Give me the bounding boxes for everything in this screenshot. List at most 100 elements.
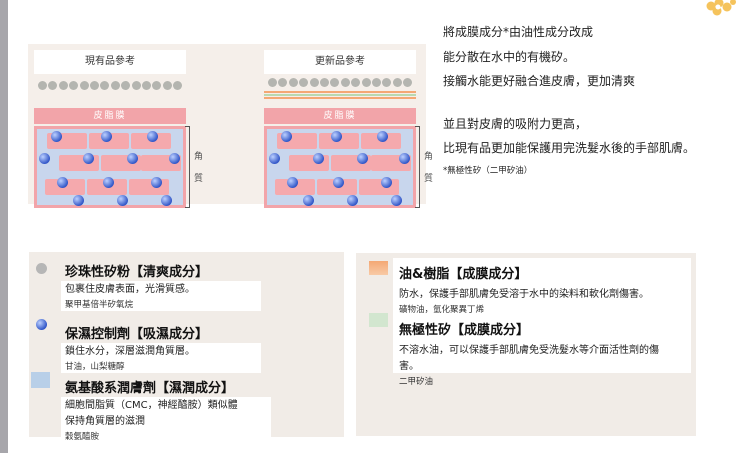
film-layer (264, 91, 416, 100)
ingredient-sub: 聚甲基倍半矽氧烷 (65, 300, 134, 310)
silicone-bead (69, 81, 79, 90)
ingredient-desc: 保持角質層的滋潤 (65, 416, 145, 427)
silicone-bead (162, 81, 172, 90)
ingredient-title: 無極性矽【成膜成分】 (399, 323, 530, 338)
moisture-dot (399, 153, 410, 164)
moisture-dot (347, 195, 358, 206)
updated-product-panel: 更新品參考 皮脂膜 角質 (264, 50, 433, 208)
skin-cell (359, 179, 399, 195)
silicone-bead (48, 81, 58, 90)
orange-square-icon (369, 261, 388, 275)
moisture-dot (147, 131, 158, 142)
moisture-dot (281, 131, 292, 142)
ingredients-card-right: 油&樹脂【成膜成分】 防水，保護手部肌膚免受溶于水中的染料和軟化劑傷害。 礦物油… (356, 253, 696, 436)
ingredient-desc: 不溶水油，可以保護手部肌膚免受洗髮水等介面活性劑的傷 (399, 345, 659, 356)
silicone-bead (309, 78, 319, 87)
silicone-bead (121, 81, 131, 90)
silicone-bead (152, 81, 162, 90)
silicone-bead (403, 78, 413, 87)
stratum-corneum (34, 126, 186, 208)
moisture-dot (331, 131, 342, 142)
current-product-panel: 現有品參考 皮脂膜 角質 (34, 50, 203, 208)
blue-dot-icon (36, 319, 47, 330)
moisture-dot (57, 177, 68, 188)
silicone-bead (361, 78, 371, 87)
moisture-dot (101, 131, 112, 142)
ingredient-title: 珍珠性矽粉【清爽成分】 (65, 265, 209, 280)
ingredient-title: 氨基酸系潤膚劑【濕潤成分】 (65, 381, 235, 396)
skin-cell (129, 179, 169, 195)
ingredient-sub: 穀氨醯胺 (65, 432, 100, 442)
ingredients-card-left: 珍珠性矽粉【清爽成分】 包裹住皮膚表面，光滑質感。 聚甲基倍半矽氧烷 保濕控制劑… (29, 252, 344, 442)
ingredient-title: 油&樹脂【成膜成分】 (399, 267, 528, 282)
updated-product-label: 更新品參考 (264, 50, 416, 74)
silicone-bead (351, 78, 361, 87)
moisture-dot (73, 195, 84, 206)
silicone-bead (38, 81, 47, 90)
intro-note: *無極性矽（二甲矽油） (443, 165, 533, 176)
ingredient-desc: 防水，保護手部肌膚免受溶于水中的染料和軟化劑傷害。 (399, 289, 649, 300)
silicone-beads (264, 78, 416, 90)
moisture-dot (151, 177, 162, 188)
moisture-dot (381, 177, 392, 188)
sebum-layer: 皮脂膜 (34, 108, 186, 124)
silicone-bead (288, 78, 298, 87)
ingredient-sub: 二甲矽油 (399, 377, 434, 387)
silicone-bead (90, 81, 99, 90)
silicone-bead (100, 81, 110, 90)
ingredient-sub: 甘油，山梨糖醇 (65, 362, 125, 372)
silicone-bead (299, 78, 309, 87)
silicone-bead (79, 81, 89, 90)
moisture-dot (117, 195, 128, 206)
moisture-dot (303, 195, 314, 206)
sebum-layer: 皮脂膜 (264, 108, 416, 124)
moisture-dot (169, 153, 180, 164)
green-square-icon (369, 313, 388, 327)
ingredient-desc: 細胞間脂質（CMC，神經醯胺）類似體 (65, 400, 238, 411)
flower-deco-icon (706, 0, 736, 16)
current-product-label: 現有品參考 (34, 50, 186, 74)
moisture-dot (333, 177, 344, 188)
intro-line: 並且對皮膚的吸附力更高， (443, 116, 588, 131)
silicone-bead (340, 78, 350, 87)
left-edge-bar (0, 0, 8, 453)
silicone-bead (382, 78, 392, 87)
ingredient-desc: 害。 (399, 361, 419, 372)
silicone-bead (268, 78, 277, 87)
moisture-dot (51, 131, 62, 142)
corneum-bracket (415, 126, 420, 208)
moisture-dot (391, 195, 402, 206)
silicone-bead (142, 81, 151, 90)
silicone-bead (173, 81, 183, 90)
silicone-beads (34, 81, 186, 93)
moisture-dot (39, 153, 50, 164)
silicone-bead (392, 78, 402, 87)
moisture-dot (357, 153, 368, 164)
ingredient-title: 保濕控制劑【吸濕成分】 (65, 327, 209, 342)
intro-text: 將成膜成分*由油性成分改成 能分散在水中的有機矽。 接觸水能更好融合進皮膚，更加… (443, 20, 743, 179)
corneum-bracket (185, 126, 190, 208)
silicone-bead (131, 81, 141, 90)
moisture-dot (377, 131, 388, 142)
silicone-bead (58, 81, 68, 90)
blue-square-icon (31, 372, 50, 388)
moisture-dot (103, 177, 114, 188)
gray-dot-icon (36, 263, 47, 274)
corneum-label: 角質 (424, 152, 434, 184)
intro-line: 接觸水能更好融合進皮膚，更加清爽 (443, 74, 636, 88)
ingredient-sub: 礦物油，氫化聚異丁烯 (399, 305, 485, 315)
silicone-bead (278, 78, 288, 87)
silicone-bead (320, 78, 329, 87)
intro-line: 比現有品更加能保護用完洗髮水後的手部肌膚。 (443, 141, 696, 155)
moisture-dot (83, 153, 94, 164)
moisture-dot (161, 195, 172, 206)
silicone-bead (372, 78, 381, 87)
moisture-dot (287, 177, 298, 188)
ingredient-item: 珍珠性矽粉【清爽成分】 (65, 261, 208, 280)
ingredient-desc: 包裹住皮膚表面，光滑質感。 (65, 284, 195, 295)
moisture-dot (313, 153, 324, 164)
intro-line: 能分散在水中的有機矽。 (443, 49, 576, 64)
silicone-bead (330, 78, 340, 87)
intro-line: 將成膜成分*由油性成分改成 (443, 25, 594, 39)
ingredient-desc: 鎖住水分，深層滋潤角質層。 (65, 346, 195, 357)
